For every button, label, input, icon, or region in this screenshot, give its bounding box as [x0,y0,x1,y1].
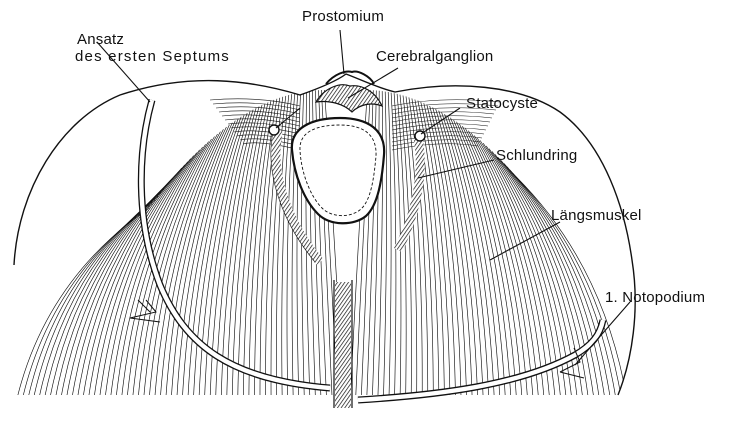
label-schlundring: Schlundring [496,147,577,164]
muscle-fibre [397,94,406,412]
muscle-fibre [31,196,158,412]
muscle-fibre [383,92,387,412]
muscle-fibre [243,101,271,412]
muscle-fibre [391,93,396,412]
label-ansatz: Ansatz [77,31,124,48]
muscle-fibre [98,156,194,412]
muscle-fibre [137,137,215,413]
label-prostomium: Prostomium [302,8,384,25]
label-ersten-septums: des ersten Septums [75,48,230,65]
muscle-fibre [25,200,155,412]
label-laengsmuskel: Längsmuskel [551,207,642,224]
muscle-fibre [501,160,601,412]
transverse-fibre [210,99,300,106]
muscle-fibre [282,94,292,412]
muscle-fibre [421,102,450,412]
label-cerebralganglion: Cerebralganglion [376,48,493,65]
muscle-fibre [176,121,235,412]
label-notopodium: 1. Notopodium [605,289,705,306]
muscle-fibre [87,162,188,412]
muscle-fibre [388,92,391,412]
muscle-fibre [165,125,229,412]
transverse-fibre [213,103,300,110]
label-statocyste: Statocyste [466,95,538,112]
notopodium-tuft-left [130,300,160,322]
